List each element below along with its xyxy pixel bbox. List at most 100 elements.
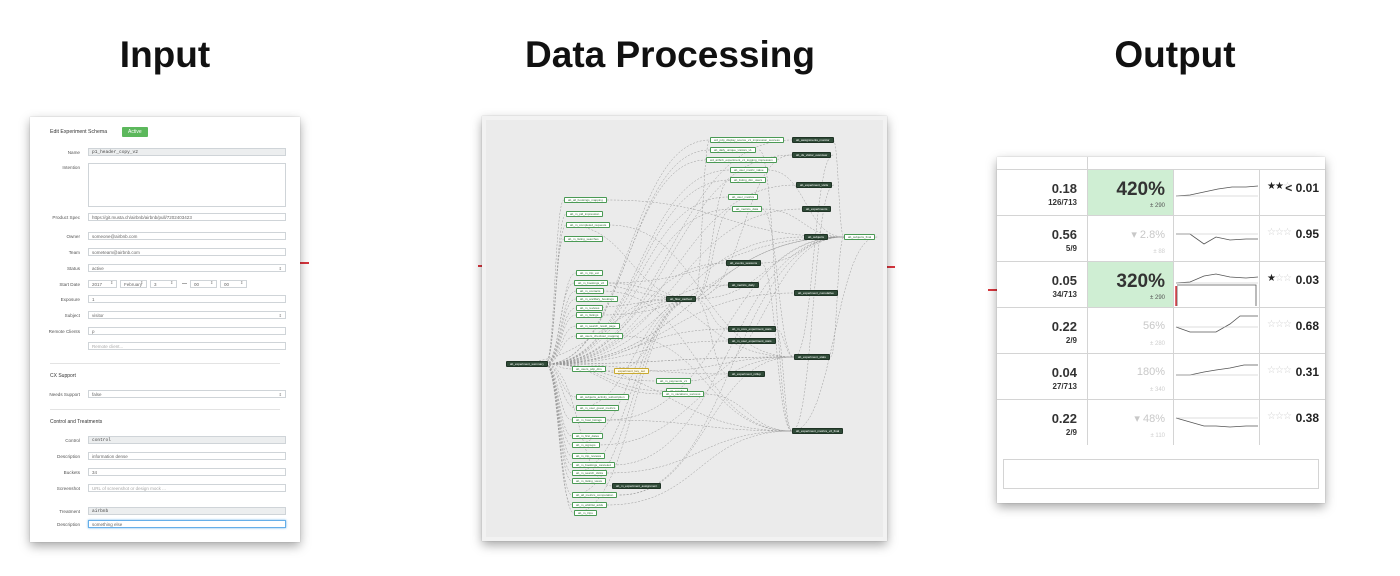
date-select[interactable]: February [120,280,147,288]
trend-cell [1174,400,1260,445]
graph-edge [545,154,793,365]
form-field[interactable]: p1_header_copy_v2 [88,148,286,156]
graph-node: ab_user_metrics [728,194,759,200]
star-icon: ☆ [1282,273,1292,284]
graph-edge [608,224,795,358]
date-select[interactable]: 00 [190,280,217,288]
form-field[interactable]: something else [88,520,286,528]
field-label: Treatment [59,508,80,514]
significance-stars: ★☆☆ [1267,273,1292,284]
graph-node: ab_experiments [802,206,832,212]
conversion-rate: 0.18 [1051,181,1077,196]
star-icon: ☆ [1274,365,1284,376]
trend-cell [1174,262,1260,307]
graph-node: ab_m_trip_reviews [572,453,606,459]
form-field[interactable]: 1 [88,295,286,303]
lift-cell: 420%± 290 [1087,170,1174,215]
graph-node: ab_m_signups [572,442,600,448]
graph-edge [545,196,729,365]
star-icon: ☆ [1267,411,1276,422]
graph-edge [545,307,577,365]
form-field[interactable]: visitor⇕ [88,311,286,319]
date-select[interactable]: 2017 [88,280,117,288]
graph-edge [775,328,795,358]
intention-textarea[interactable] [88,163,286,207]
conversion-rate: 0.22 [1051,411,1077,426]
graph-node: ab_m_trip_ext [576,270,604,276]
graph-node: ab_m_vacations_success [662,391,705,397]
field-label: Product Spec [52,214,80,220]
graph-edge [694,179,731,300]
sample-count: 27/713 [1052,382,1077,391]
lift-cell: 56%± 280 [1087,308,1174,353]
graph-edge [545,149,711,365]
field-label: Description [57,521,80,527]
form-field[interactable]: control [88,436,286,444]
sample-count: 34/713 [1052,290,1077,299]
graph-edge [694,208,733,300]
star-icon: ★ [1267,273,1276,284]
date-select[interactable]: 00 [220,280,247,288]
graph-edge [545,159,707,365]
lift-cell: ▾ 48%± 110 [1087,400,1174,445]
form-field[interactable]: Remote client... [88,342,286,350]
form-field[interactable]: someone@airbnb.com [88,232,286,240]
graph-edge [545,199,565,365]
graph-edge [791,236,878,432]
graph-edge [571,298,695,474]
confidence-interval: ± 290 [1150,203,1165,209]
graph-node: ab_flow_cached [666,296,696,302]
graph-edge [606,236,845,421]
confidence-interval: ± 88 [1153,249,1165,255]
form-field[interactable]: someteam@airbnb.com [88,248,286,256]
significance-stars: ☆☆☆ [1267,411,1292,422]
chevron-down-icon: ⇕ [278,313,282,318]
form-field[interactable]: airbnb [88,507,286,515]
graph-node: ab_all_bookings_mapping [564,197,607,203]
graph-edge [545,363,573,421]
field-label: Screenshot [56,485,80,491]
graph-edge [832,139,845,238]
graph-node: ab_ds_visitor_overview [792,152,832,158]
field-label: Start Date [59,281,80,287]
form-field[interactable]: URL of screenshot or design mock ... [88,484,286,492]
lift-percent: 180% [1136,366,1165,378]
star-icon: ☆ [1267,319,1276,330]
graph-edge [694,139,711,300]
sample-count: 2/9 [1065,428,1077,437]
form-field[interactable]: active⇕ [88,264,286,272]
form-field[interactable]: information dense [88,452,286,460]
graph-edge [605,236,845,284]
graph-edge [545,363,575,514]
graph-edge [575,298,695,409]
sparkline-path [1175,273,1259,284]
graph-node: ab_experiment_stats [794,354,830,360]
graph-edge [687,236,845,382]
form-field[interactable]: https://git.musta.ch/airbnb/airbnb/pull/… [88,213,286,221]
form-field[interactable]: false⇕ [88,390,286,398]
graph-edge [830,236,845,358]
sparkline-path [1176,233,1258,245]
star-icon: ★ [1274,181,1284,192]
star-icon: ☆ [1274,411,1284,422]
graph-node: ab_m_search_clicks [572,470,608,476]
conversion-rate: 0.56 [1051,227,1077,242]
form-field[interactable]: p [88,327,286,335]
heading-output: Output [1114,34,1236,75]
date-select[interactable]: 3 [150,280,177,288]
graph-edge [606,419,793,432]
form-field[interactable]: 34 [88,468,286,476]
graph-node: ab_experiment_metrics_v2_final [792,428,844,434]
graph-node: ab_m_contacts [576,288,605,294]
graph-edge [565,224,695,300]
graph-node: ab_m_ancillary_bookings [576,296,618,302]
graph-node: ab_m_wishlist_adds [572,502,608,508]
graph-node: ab_users_checkout_mapping [576,333,624,339]
